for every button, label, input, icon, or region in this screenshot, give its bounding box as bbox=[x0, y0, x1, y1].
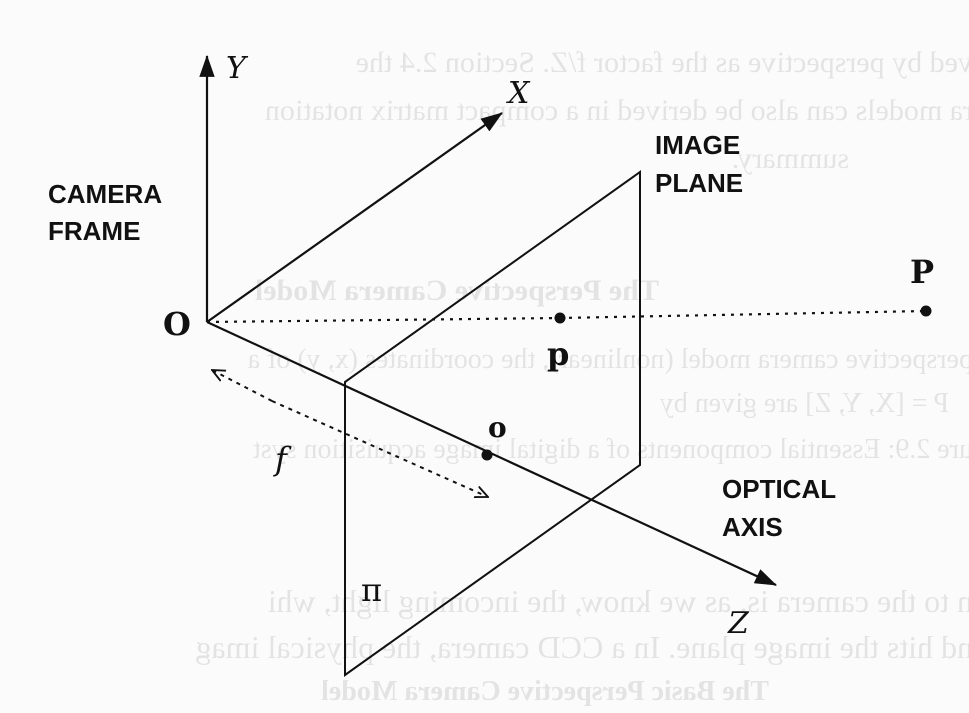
bleed-line: n to the camera is, as we know, the inco… bbox=[268, 583, 969, 619]
bleed-line: summary. bbox=[732, 142, 849, 175]
bleed-line: ure 2.9: Essential components of a digit… bbox=[253, 434, 969, 465]
principal-point-label: o bbox=[488, 411, 507, 444]
projection-ray-origin bbox=[206, 316, 561, 324]
bleed-line: nd hits the image plane. In a CCD camera… bbox=[195, 629, 969, 665]
bleed-line: perspective camera model (nonlinear), th… bbox=[247, 344, 969, 375]
bleed-line: ved by perspective as the factor f/Z. Se… bbox=[356, 46, 969, 79]
camera-frame-label-line1: CAMERA bbox=[48, 179, 162, 209]
camera-frame-label-line2: FRAME bbox=[48, 216, 140, 246]
bleed-line: ra models can also be derived in a compa… bbox=[265, 94, 969, 127]
world-point-dot bbox=[920, 305, 932, 317]
projection-ray-scene bbox=[559, 309, 927, 320]
optical-axis-label-line2: AXIS bbox=[722, 512, 783, 542]
bleed-line: The Basic Perspective Camera Model bbox=[321, 676, 769, 707]
principal-point-dot bbox=[481, 449, 493, 461]
focal-length-arrow-start bbox=[212, 370, 273, 402]
bleed-line: P = [X, Y, Z] are given by bbox=[660, 388, 949, 419]
axis-z-label: Z bbox=[727, 606, 750, 641]
optical-axis-label-line1: OPTICAL bbox=[722, 474, 836, 504]
bleed-through-text: ved by perspective as the factor f/Z. Se… bbox=[195, 46, 969, 707]
focal-length-arrow-end bbox=[271, 400, 488, 497]
world-point-label: P bbox=[910, 253, 934, 291]
image-point-label: p bbox=[547, 335, 569, 373]
image-point-dot bbox=[554, 312, 566, 324]
plane-symbol-label: π bbox=[361, 571, 382, 609]
image-plane-label-line2: PLANE bbox=[655, 168, 743, 198]
axis-x-label: X bbox=[506, 76, 531, 111]
origin-label: O bbox=[163, 305, 191, 343]
image-plane bbox=[344, 170, 641, 677]
image-plane-label-line1: IMAGE bbox=[655, 130, 740, 160]
axis-y-label: Y bbox=[226, 51, 249, 86]
x-axis bbox=[206, 112, 503, 323]
